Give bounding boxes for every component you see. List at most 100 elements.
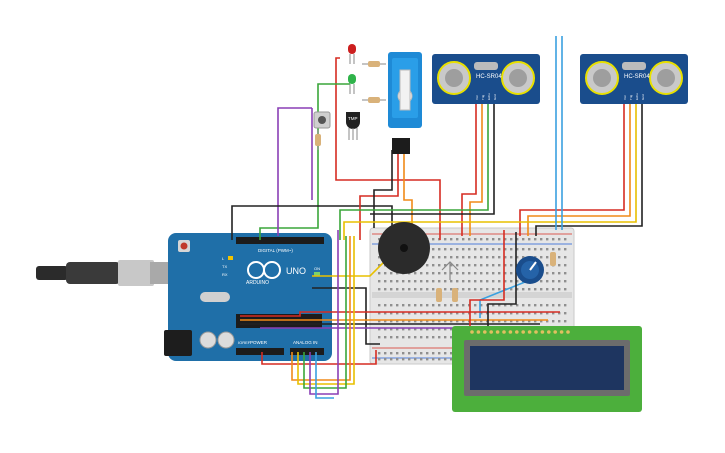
breadboard-hole[interactable] bbox=[456, 256, 459, 259]
lcd-pin[interactable] bbox=[553, 330, 557, 334]
breadboard-hole[interactable] bbox=[378, 358, 381, 361]
breadboard-hole[interactable] bbox=[414, 272, 417, 275]
breadboard-hole[interactable] bbox=[402, 358, 405, 361]
breadboard-hole[interactable] bbox=[498, 312, 501, 315]
breadboard-hole[interactable] bbox=[552, 280, 555, 283]
breadboard-hole[interactable] bbox=[438, 312, 441, 315]
breadboard-hole[interactable] bbox=[438, 358, 441, 361]
breadboard-hole[interactable] bbox=[396, 358, 399, 361]
lcd-pin[interactable] bbox=[508, 330, 513, 334]
breadboard-hole[interactable] bbox=[444, 280, 447, 283]
breadboard-hole[interactable] bbox=[402, 312, 405, 315]
breadboard-hole[interactable] bbox=[552, 304, 555, 307]
breadboard-hole[interactable] bbox=[384, 352, 387, 355]
breadboard-hole[interactable] bbox=[492, 312, 495, 315]
breadboard-hole[interactable] bbox=[432, 312, 435, 315]
breadboard-hole[interactable] bbox=[516, 280, 519, 283]
breadboard-hole[interactable] bbox=[540, 248, 543, 251]
breadboard-hole[interactable] bbox=[546, 272, 549, 275]
breadboard-hole[interactable] bbox=[474, 264, 477, 267]
breadboard-hole[interactable] bbox=[444, 272, 447, 275]
breadboard-hole[interactable] bbox=[504, 256, 507, 259]
breadboard-hole[interactable] bbox=[414, 288, 417, 291]
breadboard-hole[interactable] bbox=[378, 272, 381, 275]
breadboard-hole[interactable] bbox=[408, 280, 411, 283]
breadboard-hole[interactable] bbox=[546, 312, 549, 315]
breadboard-hole[interactable] bbox=[486, 248, 489, 251]
breadboard-hole[interactable] bbox=[390, 272, 393, 275]
breadboard-hole[interactable] bbox=[402, 288, 405, 291]
lcd-pin[interactable] bbox=[470, 330, 474, 334]
breadboard-hole[interactable] bbox=[396, 352, 399, 355]
breadboard-hole[interactable] bbox=[378, 238, 381, 241]
breadboard-hole[interactable] bbox=[546, 320, 549, 323]
breadboard-hole[interactable] bbox=[498, 304, 501, 307]
breadboard-hole[interactable] bbox=[456, 248, 459, 251]
breadboard-hole[interactable] bbox=[498, 264, 501, 267]
breadboard-hole[interactable] bbox=[450, 264, 453, 267]
breadboard-hole[interactable] bbox=[474, 248, 477, 251]
breadboard-hole[interactable] bbox=[492, 248, 495, 251]
breadboard-hole[interactable] bbox=[540, 320, 543, 323]
breadboard-hole[interactable] bbox=[378, 256, 381, 259]
breadboard-hole[interactable] bbox=[396, 312, 399, 315]
breadboard-hole[interactable] bbox=[384, 328, 387, 331]
breadboard-hole[interactable] bbox=[438, 280, 441, 283]
breadboard-hole[interactable] bbox=[384, 312, 387, 315]
breadboard-hole[interactable] bbox=[444, 256, 447, 259]
lcd-pin[interactable] bbox=[502, 330, 506, 334]
breadboard-hole[interactable] bbox=[498, 248, 501, 251]
breadboard-hole[interactable] bbox=[426, 352, 429, 355]
breadboard-hole[interactable] bbox=[456, 238, 459, 241]
breadboard-hole[interactable] bbox=[522, 320, 525, 323]
breadboard-hole[interactable] bbox=[510, 256, 513, 259]
push-button[interactable] bbox=[313, 111, 331, 129]
breadboard-hole[interactable] bbox=[558, 256, 561, 259]
breadboard-hole[interactable] bbox=[510, 248, 513, 251]
breadboard-hole[interactable] bbox=[408, 312, 411, 315]
breadboard-hole[interactable] bbox=[462, 288, 465, 291]
breadboard-hole[interactable] bbox=[414, 320, 417, 323]
breadboard-hole[interactable] bbox=[450, 358, 453, 361]
breadboard-hole[interactable] bbox=[474, 304, 477, 307]
breadboard-hole[interactable] bbox=[390, 288, 393, 291]
breadboard-hole[interactable] bbox=[492, 320, 495, 323]
lcd-pin[interactable] bbox=[495, 330, 500, 334]
breadboard-hole[interactable] bbox=[564, 248, 567, 251]
breadboard-hole[interactable] bbox=[474, 272, 477, 275]
breadboard-hole[interactable] bbox=[522, 256, 525, 259]
breadboard-hole[interactable] bbox=[510, 238, 513, 241]
breadboard-hole[interactable] bbox=[558, 248, 561, 251]
breadboard-hole[interactable] bbox=[438, 328, 441, 331]
breadboard-hole[interactable] bbox=[480, 280, 483, 283]
breadboard-hole[interactable] bbox=[408, 358, 411, 361]
breadboard-hole[interactable] bbox=[462, 272, 465, 275]
breadboard-hole[interactable] bbox=[504, 304, 507, 307]
breadboard-hole[interactable] bbox=[378, 352, 381, 355]
breadboard-hole[interactable] bbox=[456, 304, 459, 307]
breadboard-hole[interactable] bbox=[558, 320, 561, 323]
breadboard-hole[interactable] bbox=[426, 304, 429, 307]
breadboard-hole[interactable] bbox=[432, 280, 435, 283]
lcd-pin[interactable] bbox=[547, 330, 551, 334]
breadboard-hole[interactable] bbox=[396, 280, 399, 283]
breadboard-hole[interactable] bbox=[486, 264, 489, 267]
breadboard-hole[interactable] bbox=[378, 312, 381, 315]
lcd-pin[interactable] bbox=[476, 330, 481, 334]
breadboard-hole[interactable] bbox=[456, 264, 459, 267]
breadboard-hole[interactable] bbox=[456, 280, 459, 283]
breadboard-hole[interactable] bbox=[384, 280, 387, 283]
breadboard-hole[interactable] bbox=[534, 312, 537, 315]
breadboard-hole[interactable] bbox=[426, 280, 429, 283]
breadboard-hole[interactable] bbox=[486, 238, 489, 241]
breadboard-hole[interactable] bbox=[444, 264, 447, 267]
breadboard-hole[interactable] bbox=[462, 320, 465, 323]
breadboard-hole[interactable] bbox=[558, 280, 561, 283]
breadboard-hole[interactable] bbox=[546, 256, 549, 259]
breadboard-hole[interactable] bbox=[408, 304, 411, 307]
breadboard-hole[interactable] bbox=[450, 288, 453, 291]
breadboard-hole[interactable] bbox=[480, 320, 483, 323]
breadboard-hole[interactable] bbox=[474, 280, 477, 283]
breadboard-hole[interactable] bbox=[396, 328, 399, 331]
breadboard-hole[interactable] bbox=[432, 352, 435, 355]
